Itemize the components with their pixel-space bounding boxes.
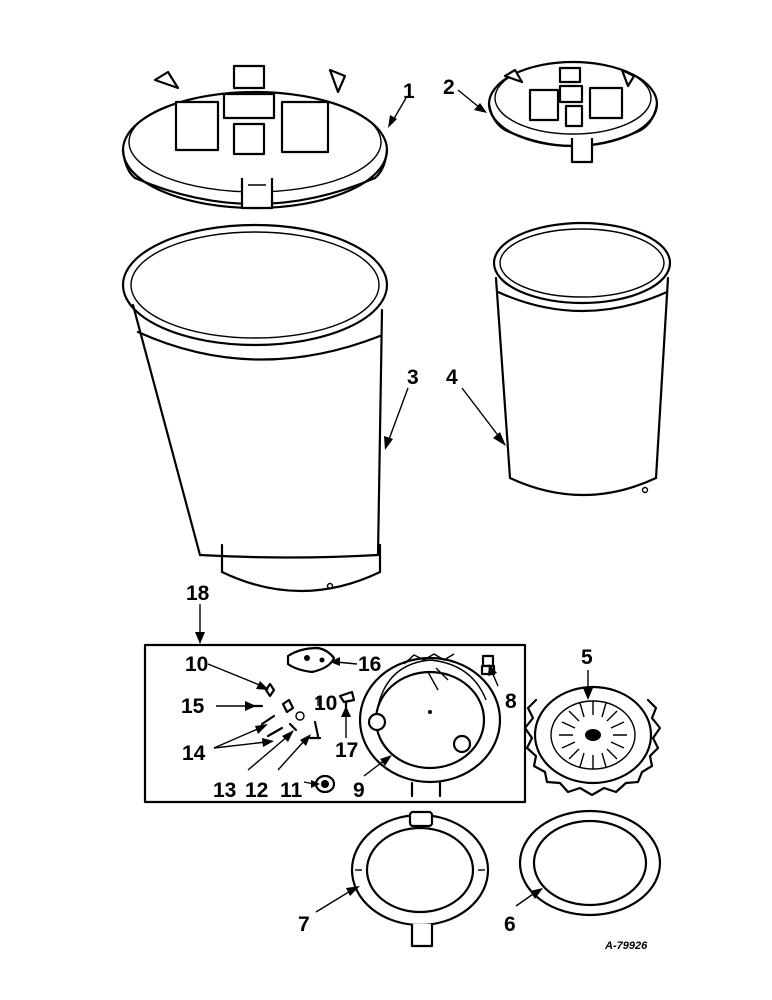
callout-13: 13 — [213, 779, 236, 802]
callout-2: 2 — [443, 76, 455, 99]
callout-16: 16 — [358, 653, 381, 676]
callout-17: 17 — [335, 739, 358, 762]
part-4-small-hopper — [492, 221, 672, 496]
callout-12: 12 — [245, 779, 268, 802]
leader-lines — [195, 89, 593, 913]
callout-10b: 10 — [314, 692, 337, 715]
part-18-kit-box — [143, 643, 527, 804]
callout-3: 3 — [407, 366, 419, 389]
callout-4: 4 — [446, 366, 458, 389]
callout-14: 14 — [182, 742, 206, 765]
small-hardware — [248, 682, 356, 794]
callout-1: 1 — [403, 80, 415, 103]
part-3-large-hopper — [121, 223, 389, 593]
part-16-bracket — [286, 646, 336, 674]
part-9-base-ring — [358, 653, 502, 798]
callout-labels: 1 2 3 4 5 6 7 8 9 10 10 11 12 13 14 15 1… — [181, 76, 648, 952]
callout-6: 6 — [504, 913, 516, 936]
part-6-ring — [518, 809, 662, 917]
reference-number: A-79926 — [604, 940, 648, 952]
callout-7: 7 — [298, 913, 310, 936]
callout-10a: 10 — [185, 653, 208, 676]
part-2-small-lid — [487, 60, 659, 164]
callout-11: 11 — [280, 779, 303, 802]
callout-8: 8 — [505, 690, 517, 713]
callout-15: 15 — [181, 695, 205, 718]
part-1-large-lid — [121, 64, 389, 210]
callout-5: 5 — [581, 646, 593, 669]
part-7-bottom-plate — [350, 810, 490, 948]
part-5-seed-plate — [523, 685, 662, 797]
callout-9: 9 — [353, 779, 365, 802]
callout-18: 18 — [186, 582, 210, 605]
